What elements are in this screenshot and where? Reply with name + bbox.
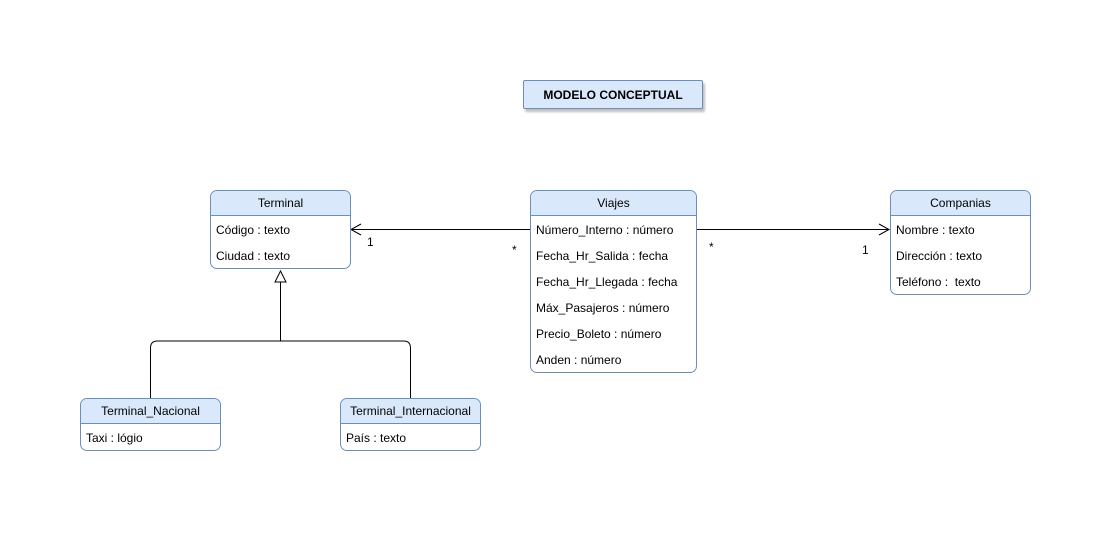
attribute: Ciudad : texto (216, 249, 291, 263)
attribute: Precio_Boleto : número (536, 327, 662, 341)
multiplicity-companias-end: 1 (862, 243, 869, 257)
class-terminal-internacional[interactable]: Terminal_Internacional País : texto (340, 398, 481, 451)
attribute: Nombre : texto (896, 223, 975, 237)
arrowhead-companias (878, 223, 891, 236)
attribute: Fecha_Hr_Llegada : fecha (536, 275, 678, 289)
multiplicity-terminal-end: 1 (367, 235, 374, 249)
class-viajes[interactable]: Viajes Número_Interno : número Fecha_Hr_… (530, 190, 697, 373)
attribute: Número_Interno : número (536, 223, 674, 237)
class-companias-attributes: Nombre : texto Dirección : texto Teléfon… (891, 216, 1030, 294)
class-terminal-internacional-attributes: País : texto (341, 424, 480, 450)
attribute: Dirección : texto (896, 249, 983, 263)
class-terminal-nacional[interactable]: Terminal_Nacional Taxi : lógio (80, 398, 221, 451)
class-terminal-name: Terminal (211, 191, 350, 216)
arrowhead-terminal (349, 223, 362, 236)
class-terminal[interactable]: Terminal Código : texto Ciudad : texto (210, 190, 351, 269)
multiplicity-viajes-left-end: * (512, 243, 517, 257)
class-terminal-nacional-name: Terminal_Nacional (81, 399, 220, 424)
attribute: Anden : número (536, 353, 622, 367)
class-terminal-internacional-name: Terminal_Internacional (341, 399, 480, 424)
class-companias[interactable]: Companias Nombre : texto Dirección : tex… (890, 190, 1031, 295)
multiplicity-viajes-right-end: * (709, 240, 714, 254)
attribute: Taxi : lógio (86, 431, 143, 445)
class-viajes-attributes: Número_Interno : número Fecha_Hr_Salida … (531, 216, 696, 372)
class-terminal-attributes: Código : texto Ciudad : texto (211, 216, 350, 268)
diagram-title: MODELO CONCEPTUAL (523, 80, 703, 109)
attribute: Máx_Pasajeros : número (536, 301, 670, 315)
generalization-line (150, 282, 411, 398)
class-viajes-name: Viajes (531, 191, 696, 216)
attribute: Código : texto (216, 223, 291, 237)
attribute: Fecha_Hr_Salida : fecha (536, 249, 669, 263)
generalization-triangle (274, 269, 287, 283)
class-companias-name: Companias (891, 191, 1030, 216)
attribute: Teléfono : texto (896, 275, 981, 289)
attribute: País : texto (346, 431, 407, 445)
class-terminal-nacional-attributes: Taxi : lógio (81, 424, 220, 450)
